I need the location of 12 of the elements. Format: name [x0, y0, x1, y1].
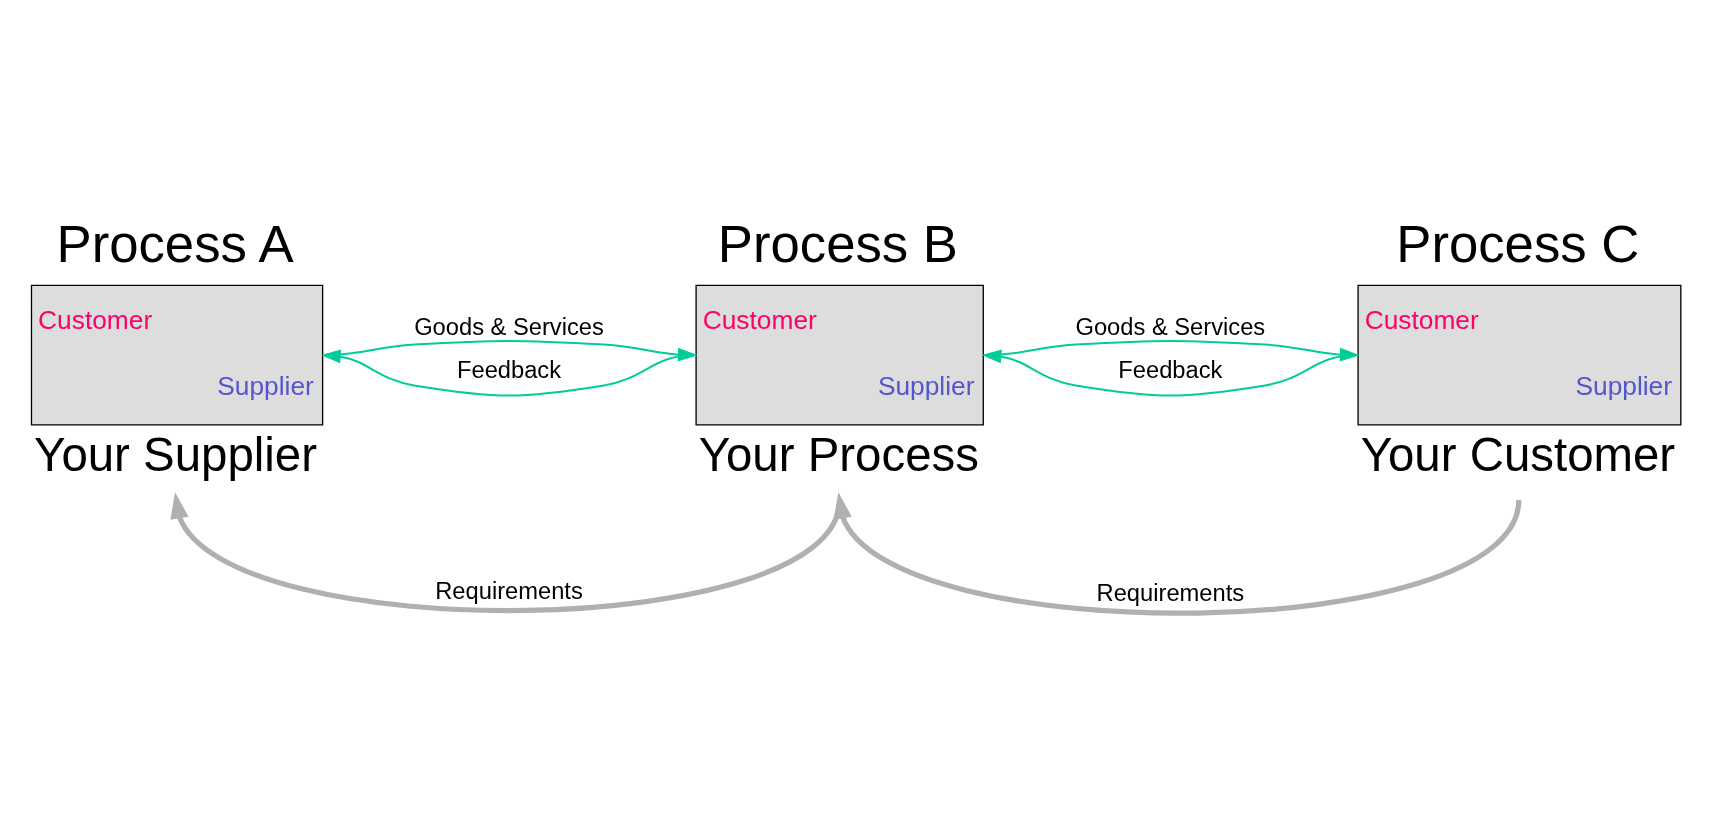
edge-label: Feedback [1118, 356, 1223, 383]
node-label: Your Process [698, 427, 979, 481]
edge-label: Goods & Services [1075, 313, 1266, 340]
node-label: Process B [717, 213, 958, 273]
node-label: Your Customer [1360, 427, 1676, 481]
edge-label: Requirements [435, 577, 583, 604]
node-label: Process A [56, 213, 294, 273]
edge-label: Feedback [456, 356, 562, 383]
node-label: Your Supplier [34, 427, 318, 481]
edge-label: Goods & Services [414, 313, 604, 340]
node-label: Process C [1396, 213, 1640, 273]
edge-label: Requirements [1096, 579, 1245, 606]
